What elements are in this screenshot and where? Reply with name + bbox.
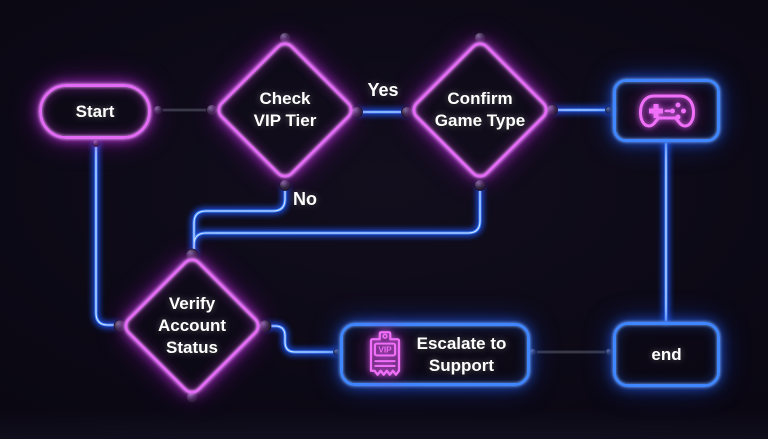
- node-end: end: [613, 322, 720, 387]
- wire-unlit-layer: [157, 108, 612, 354]
- label-line: VIP Tier: [253, 111, 317, 130]
- node-end-label: end: [651, 344, 682, 364]
- floor-sheen: [0, 409, 768, 439]
- node-start-label: Start: [75, 101, 115, 121]
- label-line: Status: [166, 338, 218, 357]
- label-line: Confirm: [447, 89, 513, 108]
- node-confirm-game-type: Confirm Game Type: [407, 37, 553, 183]
- label-line: Check: [259, 89, 311, 108]
- label-line: Account: [158, 316, 226, 335]
- node-start: Start: [39, 84, 151, 139]
- edge-confirm-to-verify: [192, 184, 482, 255]
- label-line: Support: [428, 355, 495, 375]
- node-verify-account-status-label: Verify Account Status: [119, 253, 265, 399]
- node-game-console: [613, 79, 720, 142]
- edge-checkvip-no-to-verify: [192, 184, 287, 255]
- label-line: Verify: [168, 294, 216, 313]
- vip-ticket-icon: VIP: [369, 330, 400, 376]
- label-line: Game Type: [434, 111, 526, 130]
- node-escalate-to-support-label: Escalate to Support: [417, 333, 507, 377]
- vip-ticket-text: VIP: [378, 344, 392, 354]
- connector-dots: [92, 32, 613, 403]
- gamepad-icon: [638, 94, 695, 127]
- node-confirm-game-type-label: Confirm Game Type: [407, 37, 553, 183]
- edge-label-no: No: [293, 189, 317, 209]
- wire-highlight-layer: [95, 109, 667, 353]
- node-escalate-to-support: VIP Escalate to Support: [340, 323, 530, 386]
- edge-label-yes: Yes: [367, 80, 399, 100]
- node-check-vip-tier: Check VIP Tier: [212, 37, 358, 183]
- escalate-content: VIP Escalate to Support: [352, 328, 519, 382]
- node-check-vip-tier-label: Check VIP Tier: [212, 37, 358, 183]
- node-verify-account-status: Verify Account Status: [119, 253, 265, 399]
- label-line: Escalate to: [416, 333, 507, 353]
